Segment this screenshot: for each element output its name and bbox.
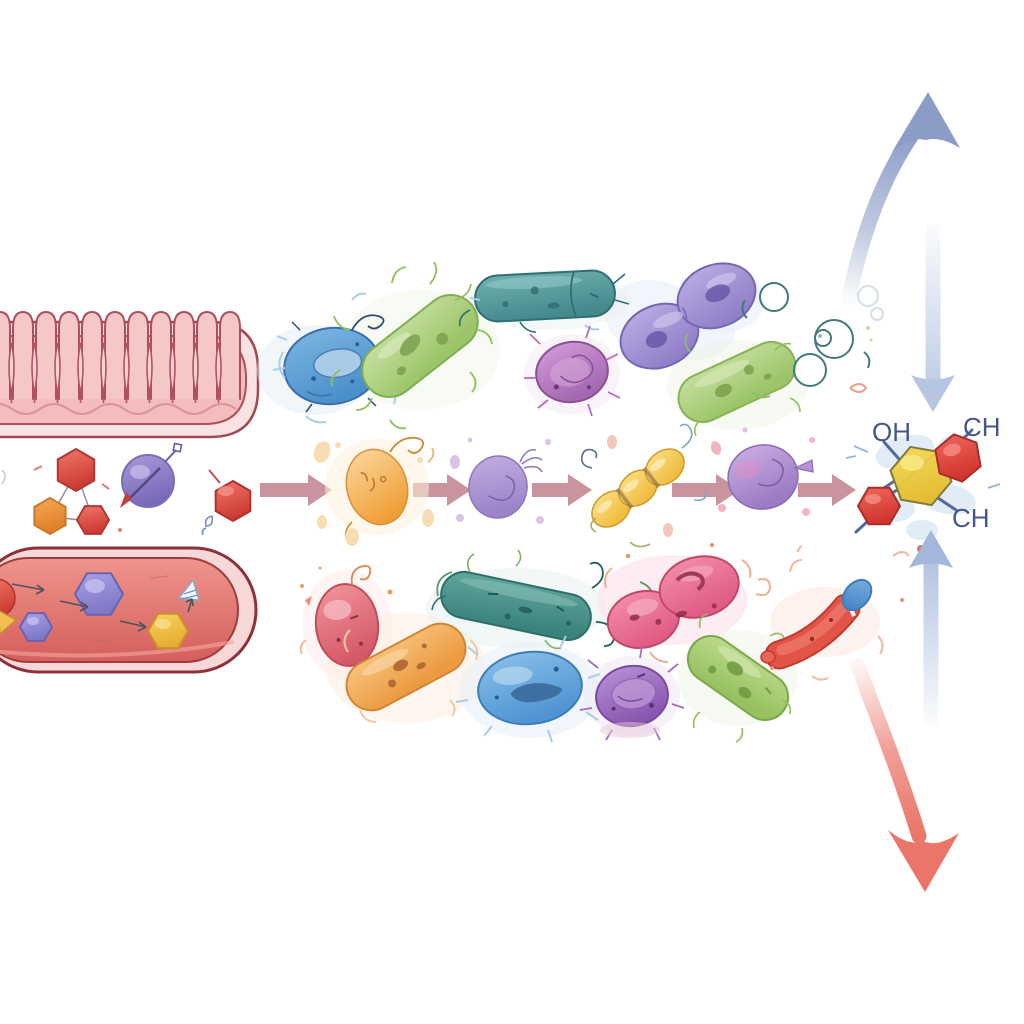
flagella-tuft [519, 449, 543, 473]
pathway-arrow-1 [260, 474, 332, 506]
pink-coccus [299, 564, 393, 667]
pathway-arrow-5 [798, 474, 856, 506]
orange-rod [343, 622, 479, 723]
pink-diplobacillus [603, 543, 772, 665]
absorption-arrows [841, 92, 960, 726]
vessel-arrows [11, 583, 194, 632]
chemical-structure: OH CH CH [845, 412, 1001, 553]
yellow-hexagon [146, 612, 190, 650]
purple-hexagon-small [18, 612, 54, 642]
red-sphere-partial [0, 578, 16, 618]
arrow-tip [120, 492, 132, 508]
vessel-molecules [0, 572, 201, 650]
curved-arrow-up-blue [841, 92, 960, 306]
wing-marks [845, 445, 1001, 489]
purple-coccus [579, 645, 685, 741]
pathway-arrows [260, 474, 856, 506]
red-ring-bottom [856, 486, 902, 526]
pathway-arrow-2 [413, 474, 471, 506]
trumpet-appendage [793, 459, 814, 473]
metabolic-pathway [260, 423, 856, 548]
teal-segmented-rod [458, 269, 630, 333]
red-hexagon-molecule [201, 469, 252, 536]
splash-spikes [455, 635, 601, 743]
excretion-arrow [850, 658, 959, 892]
blue-white-cone [177, 578, 201, 601]
purple-blob-microbe [450, 437, 551, 524]
label-oh: OH [872, 417, 911, 447]
magenta-coccus [524, 325, 621, 417]
pathway-arrow-3 [532, 474, 592, 506]
teal-rod [431, 549, 654, 650]
droplets [450, 437, 551, 524]
droplets [710, 427, 815, 516]
green-rod-2 [677, 333, 801, 437]
blue-cap [841, 578, 873, 612]
red-subunit [56, 447, 96, 493]
flagella [580, 423, 708, 548]
flagella [684, 333, 801, 437]
splash-outline [343, 629, 479, 723]
flagella [458, 273, 630, 333]
pili [524, 325, 621, 417]
red-vibrio-blue-cap [760, 545, 910, 681]
blood-vessel [0, 546, 258, 674]
flagellum [351, 314, 385, 331]
orange-subunit [33, 496, 67, 536]
intestinal-villi [0, 311, 260, 439]
yellow-chain-microbe [580, 423, 708, 548]
straight-arrow-down-head [911, 375, 955, 412]
bacteria-cluster-top [257, 261, 884, 437]
purple-sphere-molecule [120, 442, 183, 508]
flagellum [389, 436, 425, 454]
blue-coccus-bottom [455, 635, 601, 743]
splash-outline [770, 545, 910, 681]
straight-arrow-up-blue [909, 530, 953, 726]
green-rod [330, 261, 493, 430]
trimer-molecule [33, 447, 122, 551]
flagellum [350, 564, 372, 586]
splashes [313, 441, 435, 546]
bacteria-cluster-bottom [299, 543, 910, 743]
outline-bubbles [741, 282, 884, 399]
curved-arrow-down-head [888, 830, 959, 892]
red-subunit-2 [75, 505, 111, 535]
yellow-fragment [0, 610, 18, 635]
purple-diplobacillus [619, 262, 757, 370]
flagella [330, 261, 493, 430]
tiny-arc-mark [1, 469, 6, 485]
purple-blob-microbe-2 [710, 427, 815, 516]
orange-oval-microbe [313, 436, 435, 546]
villi-wavy-line [0, 403, 237, 415]
pili [579, 645, 685, 741]
curved-arrow-up-head [892, 92, 960, 152]
label-ch-bottom: CH [952, 503, 990, 533]
flagella [692, 613, 792, 743]
label-ch-top: CH [963, 412, 1001, 442]
green-rod-bottom [686, 613, 792, 743]
lumen-molecules [1, 442, 252, 551]
straight-arrow-down-blue [911, 225, 955, 412]
straight-arrow-up-head [909, 530, 953, 568]
splash-outline [603, 543, 772, 665]
bonds [854, 428, 974, 534]
